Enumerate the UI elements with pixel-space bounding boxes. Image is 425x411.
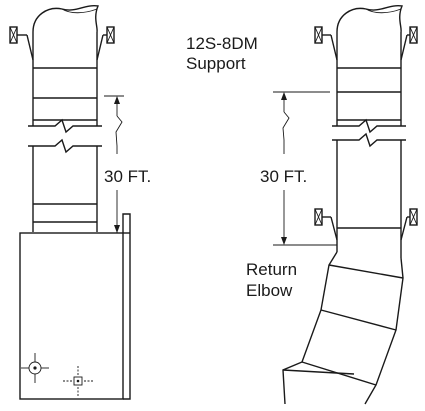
left-support-bracket-left — [9, 26, 34, 61]
left-dimension-label: 30 FT. — [104, 167, 151, 186]
return-elbow — [282, 251, 404, 405]
left-assembly — [9, 5, 131, 400]
right-pipe-top-inner — [365, 8, 402, 14]
right-lower-support-bracket-left — [314, 208, 338, 241]
elbow-label-line-1: Return — [246, 260, 297, 279]
elbow-label-line-2: Elbow — [246, 281, 293, 300]
left-pipe-break-lower — [28, 138, 102, 154]
electrical-connection-symbol — [63, 366, 93, 396]
right-lower-support-bracket-right — [400, 208, 418, 241]
furnace-cabinet — [19, 213, 131, 400]
right-pipe-break-lower — [332, 132, 406, 148]
left-dimension-line — [104, 95, 124, 233]
left-support-bracket-right — [96, 26, 115, 61]
left-pipe-top-inner — [61, 8, 98, 14]
support-label-line-2: Support — [186, 54, 246, 73]
left-pipe-break-upper — [28, 118, 102, 134]
right-upper-support-bracket-left — [314, 26, 338, 61]
right-dimension-line — [273, 91, 337, 246]
right-assembly — [273, 5, 418, 405]
right-dimension-label: 30 FT. — [260, 167, 307, 186]
left-pipe-top — [32, 5, 99, 33]
right-pipe-top — [336, 5, 403, 33]
right-upper-support-bracket-right — [400, 26, 418, 61]
gas-connection-symbol — [21, 353, 49, 383]
right-pipe-break-upper — [332, 118, 406, 134]
support-label-line-1: 12S-8DM — [186, 34, 258, 53]
